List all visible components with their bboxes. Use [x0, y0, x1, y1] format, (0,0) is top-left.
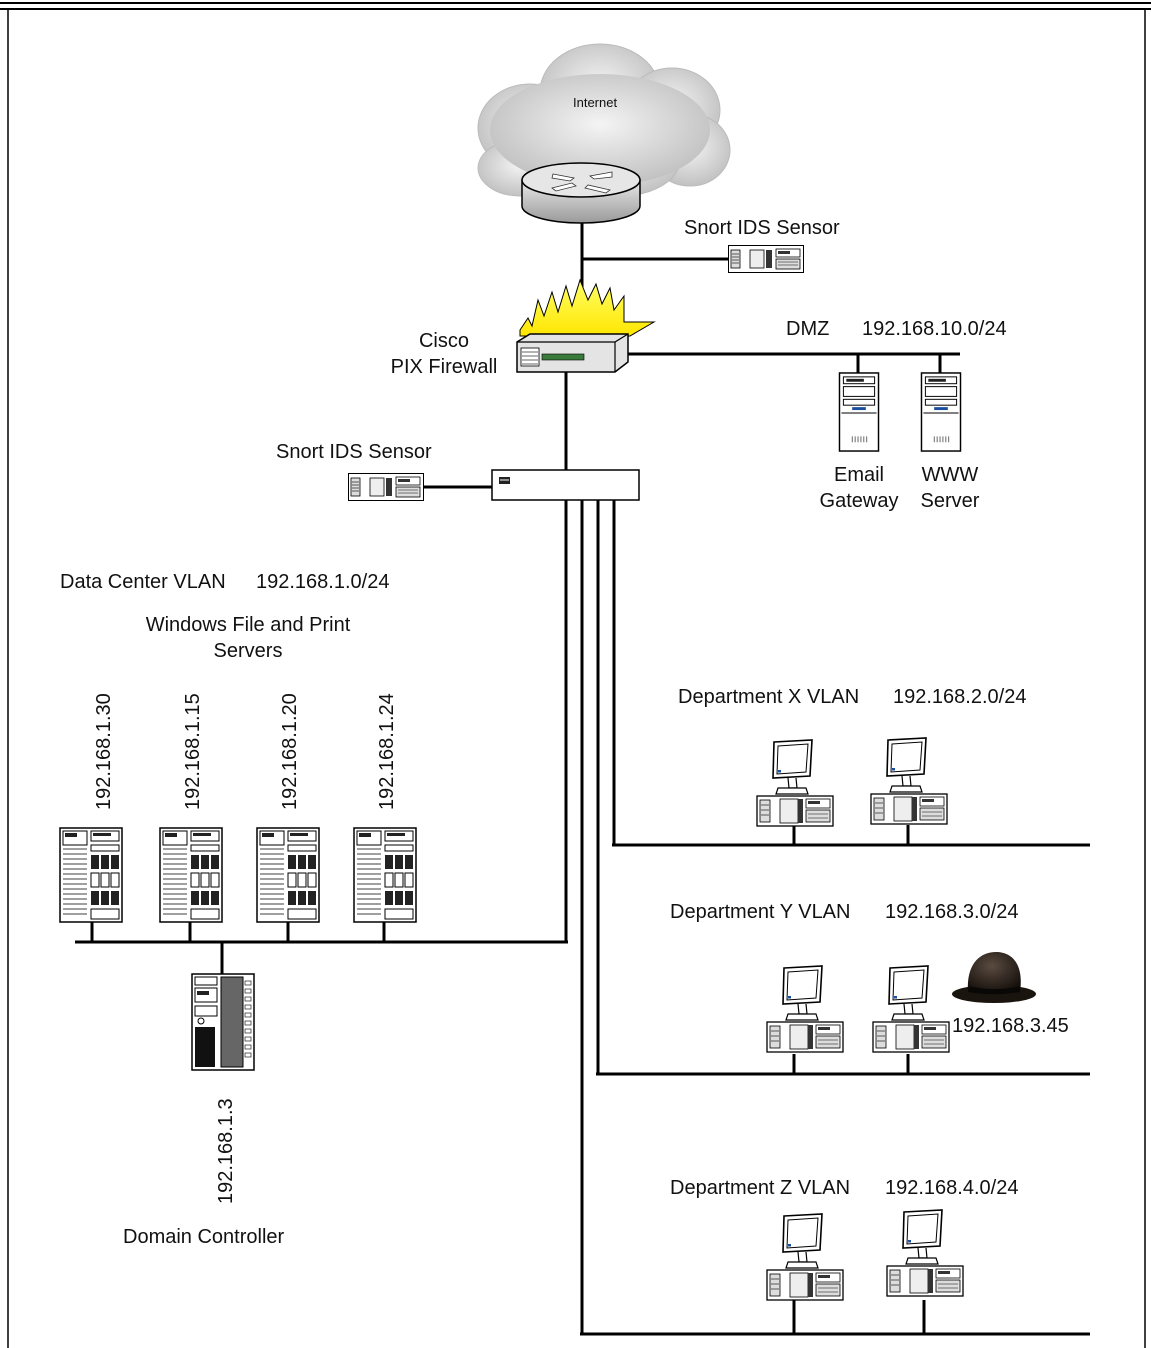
firewall-label-line2: PIX Firewall	[391, 356, 498, 378]
domain-controller-icon	[191, 973, 255, 1071]
internet-cloud-icon	[477, 43, 731, 197]
file-print-servers-title-line2: Servers	[214, 640, 283, 662]
domain-controller-label: Domain Controller	[123, 1226, 285, 1248]
workstation-icon	[756, 739, 834, 827]
server-ip-label: 192.168.1.24	[376, 693, 398, 810]
dept-z-vlan-name: Department Z VLAN	[670, 1177, 850, 1199]
ids-sensor-mid-label: Snort IDS Sensor	[276, 441, 432, 463]
file-print-server-icon	[159, 827, 223, 923]
workstation-icon	[766, 965, 844, 1053]
file-print-servers-title-line1: Windows File and Print	[146, 614, 351, 636]
domain-controller-ip: 192.168.1.3	[215, 1098, 237, 1204]
dept-y-vlan-subnet: 192.168.3.0/24	[885, 901, 1018, 923]
router-icon	[521, 162, 641, 224]
firewall-label-line1: Cisco	[419, 330, 469, 352]
www-server-label-line2: Server	[921, 490, 980, 512]
internet-label: Internet	[573, 95, 617, 110]
dept-y-vlan-name: Department Y VLAN	[670, 901, 850, 923]
dept-x-vlan-name: Department X VLAN	[678, 686, 859, 708]
ids-sensor-top-label: Snort IDS Sensor	[684, 217, 840, 239]
network-links	[75, 222, 1090, 1336]
firewall-icon	[516, 278, 656, 373]
workstation-icon	[886, 1209, 964, 1297]
file-print-server-icon	[59, 827, 123, 923]
file-print-server-icon	[353, 827, 417, 923]
ids-sensor-top-icon	[728, 245, 804, 273]
email-gateway-server-icon	[838, 372, 880, 452]
core-switch-icon	[491, 469, 640, 501]
attacker-ip-label: 192.168.3.45	[952, 1015, 1069, 1037]
file-print-server-icon	[256, 827, 320, 923]
dmz-subnet: 192.168.10.0/24	[862, 318, 1007, 340]
workstation-icon	[766, 1213, 844, 1301]
workstation-icon	[872, 965, 950, 1053]
dept-z-vlan-subnet: 192.168.4.0/24	[885, 1177, 1018, 1199]
dept-x-vlan-subnet: 192.168.2.0/24	[893, 686, 1026, 708]
www-server-label-line1: WWW	[922, 464, 979, 486]
server-ip-label: 192.168.1.30	[93, 693, 115, 810]
dmz-name: DMZ	[786, 318, 829, 340]
server-ip-label: 192.168.1.20	[279, 693, 301, 810]
datacenter-vlan-subnet: 192.168.1.0/24	[256, 571, 389, 593]
email-gateway-label-line2: Gateway	[820, 490, 899, 512]
black-hat-attacker-icon	[952, 952, 1036, 1003]
datacenter-vlan-name: Data Center VLAN	[60, 571, 226, 593]
www-server-icon	[920, 372, 962, 452]
ids-sensor-mid-icon	[348, 473, 424, 501]
server-ip-label: 192.168.1.15	[182, 693, 204, 810]
email-gateway-label-line1: Email	[834, 464, 884, 486]
workstation-icon	[870, 737, 948, 825]
